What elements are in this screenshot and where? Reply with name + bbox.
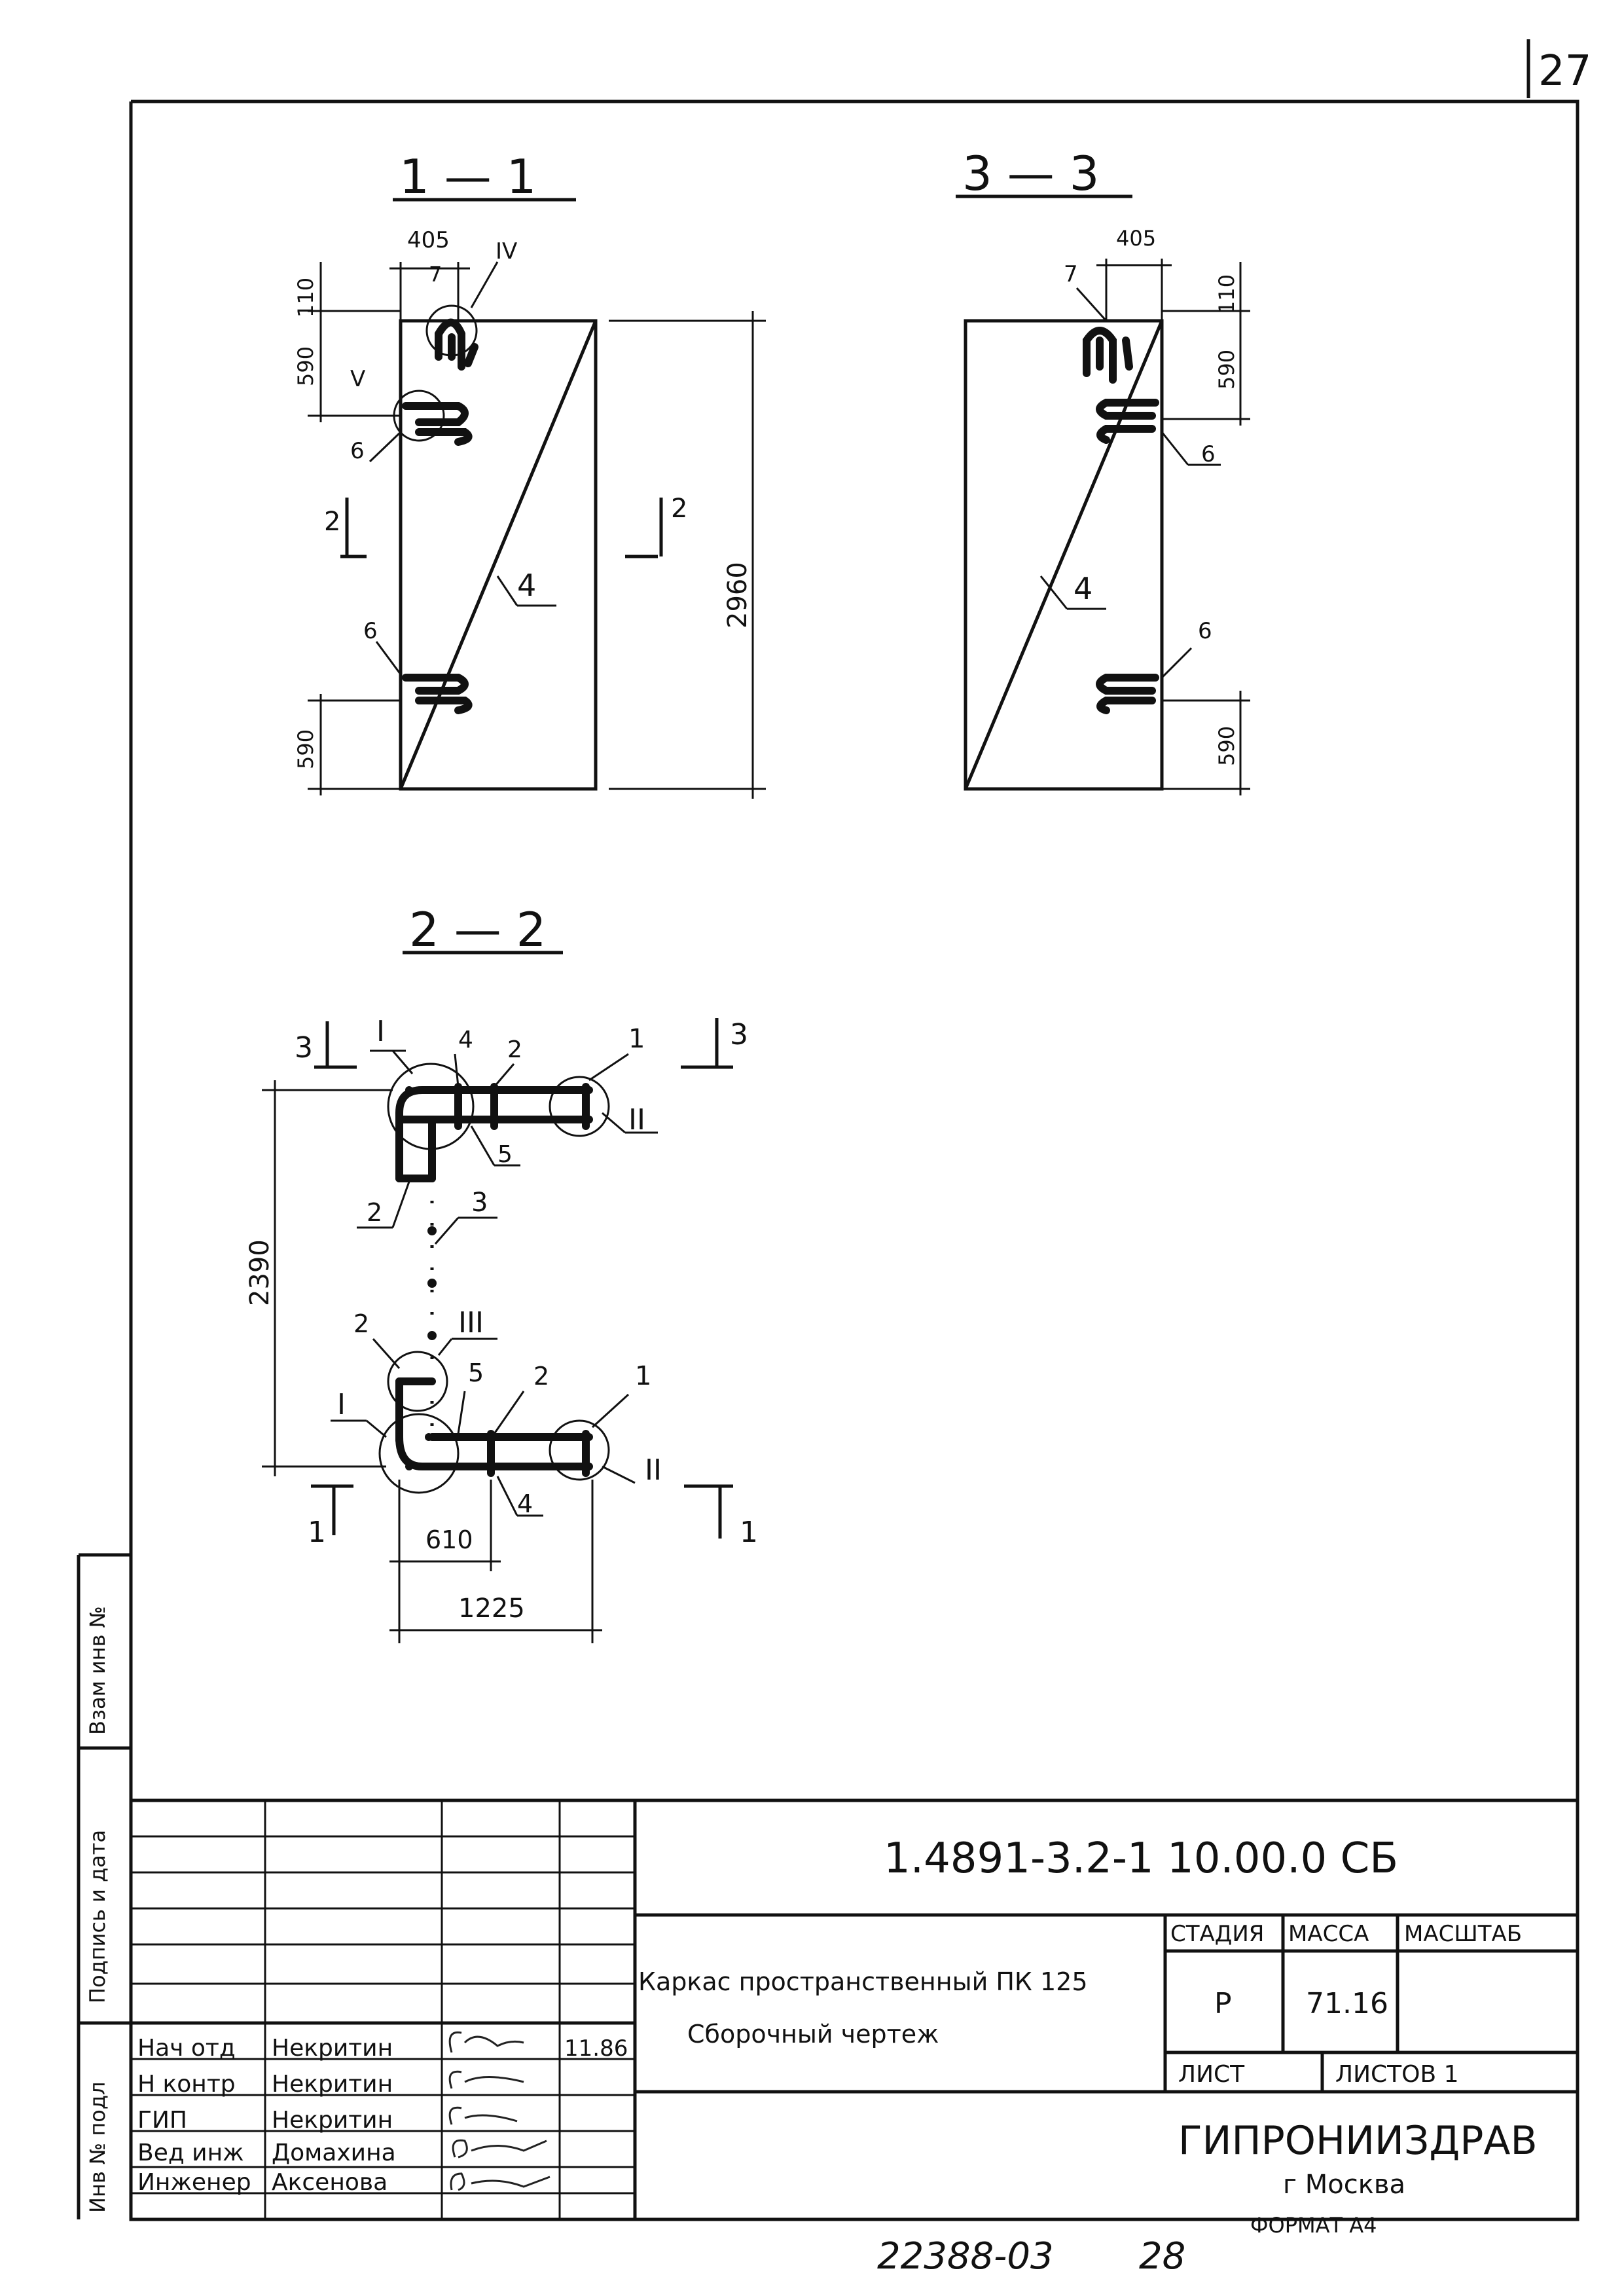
page-number: 27: [1538, 47, 1591, 96]
signature-3: [448, 2106, 518, 2125]
dim-2-2-2390: 2390: [245, 1239, 275, 1306]
dim-3-3-110: 110: [1214, 274, 1239, 314]
label-2-2-1-low: 1: [635, 1361, 651, 1391]
dim-1-1-590a: 590: [293, 346, 318, 386]
organization: ГИПРОНИИЗДРАВ: [1178, 2118, 1538, 2164]
name-ved-inzh: Домахина: [272, 2140, 396, 2166]
label-3-3-6a: 6: [1201, 441, 1216, 467]
scale-header: МАСШТАБ: [1404, 1921, 1522, 1947]
organization-city: г Москва: [1283, 2170, 1405, 2200]
label-2-2-2-top: 2: [507, 1036, 522, 1063]
label-3-3-4: 4: [1074, 571, 1092, 606]
section-2-2-title: 2 — 2: [409, 902, 546, 957]
stamp-inv-orig: Инв № подл: [85, 2082, 110, 2213]
cut-2-2-3-right: 3: [730, 1018, 748, 1051]
section-3-3: 3 — 3 405 7 110 590 6 4 6 590: [956, 146, 1250, 795]
signature-1: [448, 2031, 524, 2053]
label-3-3-6b: 6: [1198, 618, 1212, 644]
label-2-2-I-top: I: [376, 1015, 385, 1048]
label-2-2-2-low: 2: [353, 1309, 369, 1338]
label-2-2-5-top: 5: [497, 1141, 513, 1168]
mass-value: 71.16: [1306, 1987, 1388, 2020]
section-1-1-outline: [399, 319, 598, 791]
dim-1-1-width: 405: [407, 227, 450, 253]
paper-format: ФОРМАТ А4: [1250, 2213, 1377, 2238]
side-stamp: Инв № подл Подпись и дата Взам инв №: [77, 1553, 131, 2219]
label-2-2-3: 3: [471, 1188, 488, 1218]
label-1-1-IV: IV: [496, 238, 517, 264]
title-block: Нач отд Некритин Н контр Некритин ГИП Не…: [131, 1798, 1578, 2219]
section-3-3-title: 3 — 3: [962, 146, 1099, 201]
stage-value: Р: [1214, 1987, 1232, 2020]
label-2-2-II-top: II: [628, 1103, 645, 1137]
label-1-1-6b: 6: [363, 618, 378, 644]
name-nach-otd: Некритин: [272, 2035, 393, 2062]
footer-page: 28: [1139, 2235, 1185, 2278]
drawing-name-line1: Каркас пространственный ПК 125: [638, 1967, 1088, 1996]
label-2-2-II-low: II: [645, 1453, 662, 1487]
label-1-1-V: V: [350, 366, 365, 392]
sheet-header: ЛИСТ: [1178, 2061, 1245, 2088]
dim-2-2-610: 610: [425, 1525, 473, 1554]
dim-1-1-2960: 2960: [723, 562, 753, 629]
name-n-kontr: Некритин: [272, 2071, 393, 2098]
label-1-1-4: 4: [517, 568, 536, 603]
label-2-2-4-top: 4: [458, 1027, 473, 1053]
label-3-3-7: 7: [1064, 261, 1078, 287]
role-n-kontr: Н контр: [137, 2071, 236, 2098]
cut-2-2-1-left: 1: [308, 1516, 326, 1549]
signature-5: [450, 2172, 550, 2191]
dim-1-1-110: 110: [293, 278, 318, 318]
role-nach-otd: Нач отд: [137, 2035, 236, 2062]
sign-date: 11.86: [564, 2035, 628, 2062]
role-ved-inzh: Вед инж: [137, 2140, 244, 2166]
cut-2-2-3-left: 3: [295, 1031, 313, 1065]
dim-3-3-590a: 590: [1214, 350, 1239, 390]
section-1-1-diagonal: [399, 320, 598, 790]
dim-2-2-1225: 1225: [458, 1594, 525, 1624]
drawing-code: 1.4891-3.2-1 10.00.0 СБ: [884, 1834, 1398, 1883]
label-2-2-2-mid: 2: [367, 1198, 382, 1227]
dim-3-3-590b: 590: [1214, 726, 1239, 766]
stage-header: СТАДИЯ: [1170, 1921, 1264, 1947]
stamp-instead-inv: Взам инв №: [85, 1606, 110, 1735]
name-inzhener: Аксенова: [272, 2169, 388, 2196]
dim-1-1-590b: 590: [293, 729, 318, 769]
label-2-2-I-low: I: [337, 1388, 346, 1421]
cut-2-2-1-right: 1: [740, 1516, 758, 1549]
signature-2: [448, 2070, 524, 2089]
section-3-3-outline: [964, 319, 1164, 791]
cut-1-1-left: 2: [324, 507, 340, 537]
section-3-3-diagonal: [964, 320, 1164, 790]
label-1-1-6a: 6: [350, 438, 365, 464]
label-2-2-5-low: 5: [468, 1358, 484, 1387]
label-2-2-1-top: 1: [628, 1024, 645, 1054]
sheets-header: ЛИСТОВ 1: [1335, 2061, 1459, 2088]
cut-1-1-right: 2: [671, 494, 687, 524]
dim-3-3-width: 405: [1116, 226, 1156, 251]
section-2-2: 2 — 2 3 3: [245, 902, 758, 1643]
label-2-2-III: III: [458, 1306, 484, 1339]
section-1-1-title: 1 — 1: [399, 149, 536, 204]
role-inzhener: Инженер: [137, 2169, 251, 2196]
drawing-name-line2: Сборочный чертеж: [687, 2020, 939, 2049]
drawing-frame: [129, 100, 1579, 2221]
mass-header: МАССА: [1288, 1921, 1369, 1947]
stamp-sign-date: Подпись и дата: [85, 1830, 110, 2003]
label-2-2-4-low: 4: [517, 1489, 533, 1518]
document-number: 22388-03: [877, 2235, 1054, 2278]
name-gip: Некритин: [272, 2107, 393, 2134]
role-gip: ГИП: [137, 2107, 187, 2134]
label-1-1-7: 7: [429, 262, 442, 287]
section-1-1: 1 — 1 405 7 IV 110 590 V 6 2 2: [293, 149, 766, 799]
signature-4: [452, 2139, 547, 2159]
label-2-2-2-low2: 2: [533, 1362, 549, 1391]
